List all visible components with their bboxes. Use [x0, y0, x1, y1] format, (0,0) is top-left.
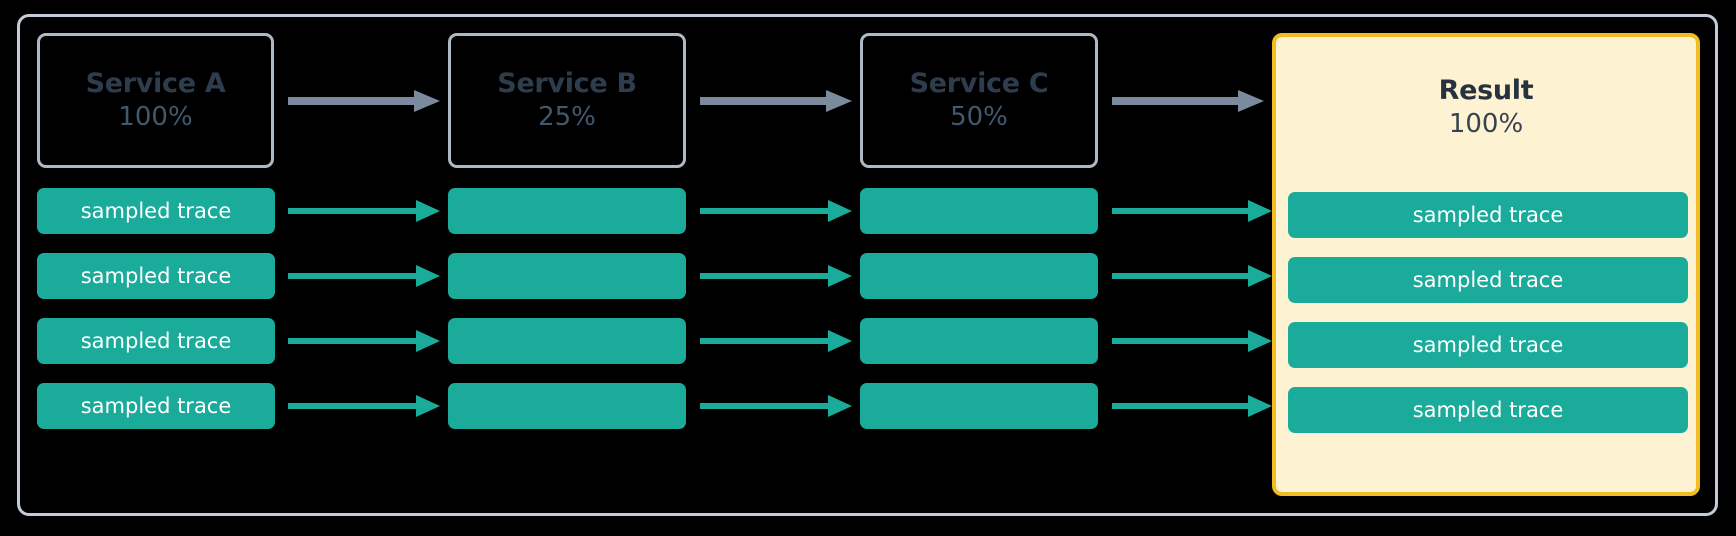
service-a-trace-label-2: sampled trace [80, 263, 232, 288]
service-b-trace-bar-1 [448, 188, 686, 234]
arrow-trace-row-2-b-to-c [700, 263, 852, 289]
arrow-trace-row-1-c-to-result [1112, 198, 1272, 224]
result-percent: 100% [1448, 109, 1524, 140]
service-a-title: Service A [85, 67, 226, 99]
result-box: Result 100% sampled trace sampled trace … [1272, 33, 1700, 496]
arrow-trace-row-3-c-to-result [1112, 328, 1272, 354]
service-a-trace-label-3: sampled trace [80, 328, 232, 353]
result-trace-label-3: sampled trace [1412, 332, 1564, 357]
result-trace-label-4: sampled trace [1412, 397, 1564, 422]
arrow-trace-row-4-a-to-b [288, 393, 440, 419]
service-a-trace-bar-2: sampled trace [37, 253, 275, 299]
result-trace-label-1: sampled trace [1412, 202, 1564, 227]
service-b-trace-bar-4 [448, 383, 686, 429]
result-header: Result 100% [1276, 37, 1696, 179]
result-trace-bar-2: sampled trace [1288, 257, 1688, 303]
service-a-trace-bar-3: sampled trace [37, 318, 275, 364]
service-b-title: Service B [497, 67, 637, 99]
service-box-service-b: Service B 25% [448, 33, 686, 168]
arrow-service-c-to-result [1112, 88, 1264, 114]
result-trace-bar-1: sampled trace [1288, 192, 1688, 238]
arrow-trace-row-3-b-to-c [700, 328, 852, 354]
service-a-trace-label-1: sampled trace [80, 198, 232, 223]
service-c-percent: 50% [950, 101, 1008, 132]
result-title: Result [1438, 75, 1534, 107]
arrow-trace-row-4-b-to-c [700, 393, 852, 419]
arrow-trace-row-1-b-to-c [700, 198, 852, 224]
service-box-service-a: Service A 100% [37, 33, 274, 168]
arrow-trace-row-4-c-to-result [1112, 393, 1272, 419]
service-b-trace-bar-2 [448, 253, 686, 299]
result-trace-bar-3: sampled trace [1288, 322, 1688, 368]
arrow-service-a-to-service-b [288, 88, 440, 114]
service-c-trace-bar-1 [860, 188, 1098, 234]
service-c-trace-bar-3 [860, 318, 1098, 364]
arrow-service-b-to-service-c [700, 88, 852, 114]
service-a-trace-label-4: sampled trace [80, 393, 232, 418]
arrow-trace-row-2-a-to-b [288, 263, 440, 289]
arrow-trace-row-3-a-to-b [288, 328, 440, 354]
service-a-trace-bar-1: sampled trace [37, 188, 275, 234]
service-c-trace-bar-4 [860, 383, 1098, 429]
service-b-trace-bar-3 [448, 318, 686, 364]
result-trace-bar-4: sampled trace [1288, 387, 1688, 433]
service-box-service-c: Service C 50% [860, 33, 1098, 168]
service-c-title: Service C [909, 67, 1049, 99]
service-a-percent: 100% [118, 101, 193, 132]
arrow-trace-row-1-a-to-b [288, 198, 440, 224]
arrow-trace-row-2-c-to-result [1112, 263, 1272, 289]
service-c-trace-bar-2 [860, 253, 1098, 299]
service-a-trace-bar-4: sampled trace [37, 383, 275, 429]
result-trace-label-2: sampled trace [1412, 267, 1564, 292]
service-b-percent: 25% [538, 101, 596, 132]
